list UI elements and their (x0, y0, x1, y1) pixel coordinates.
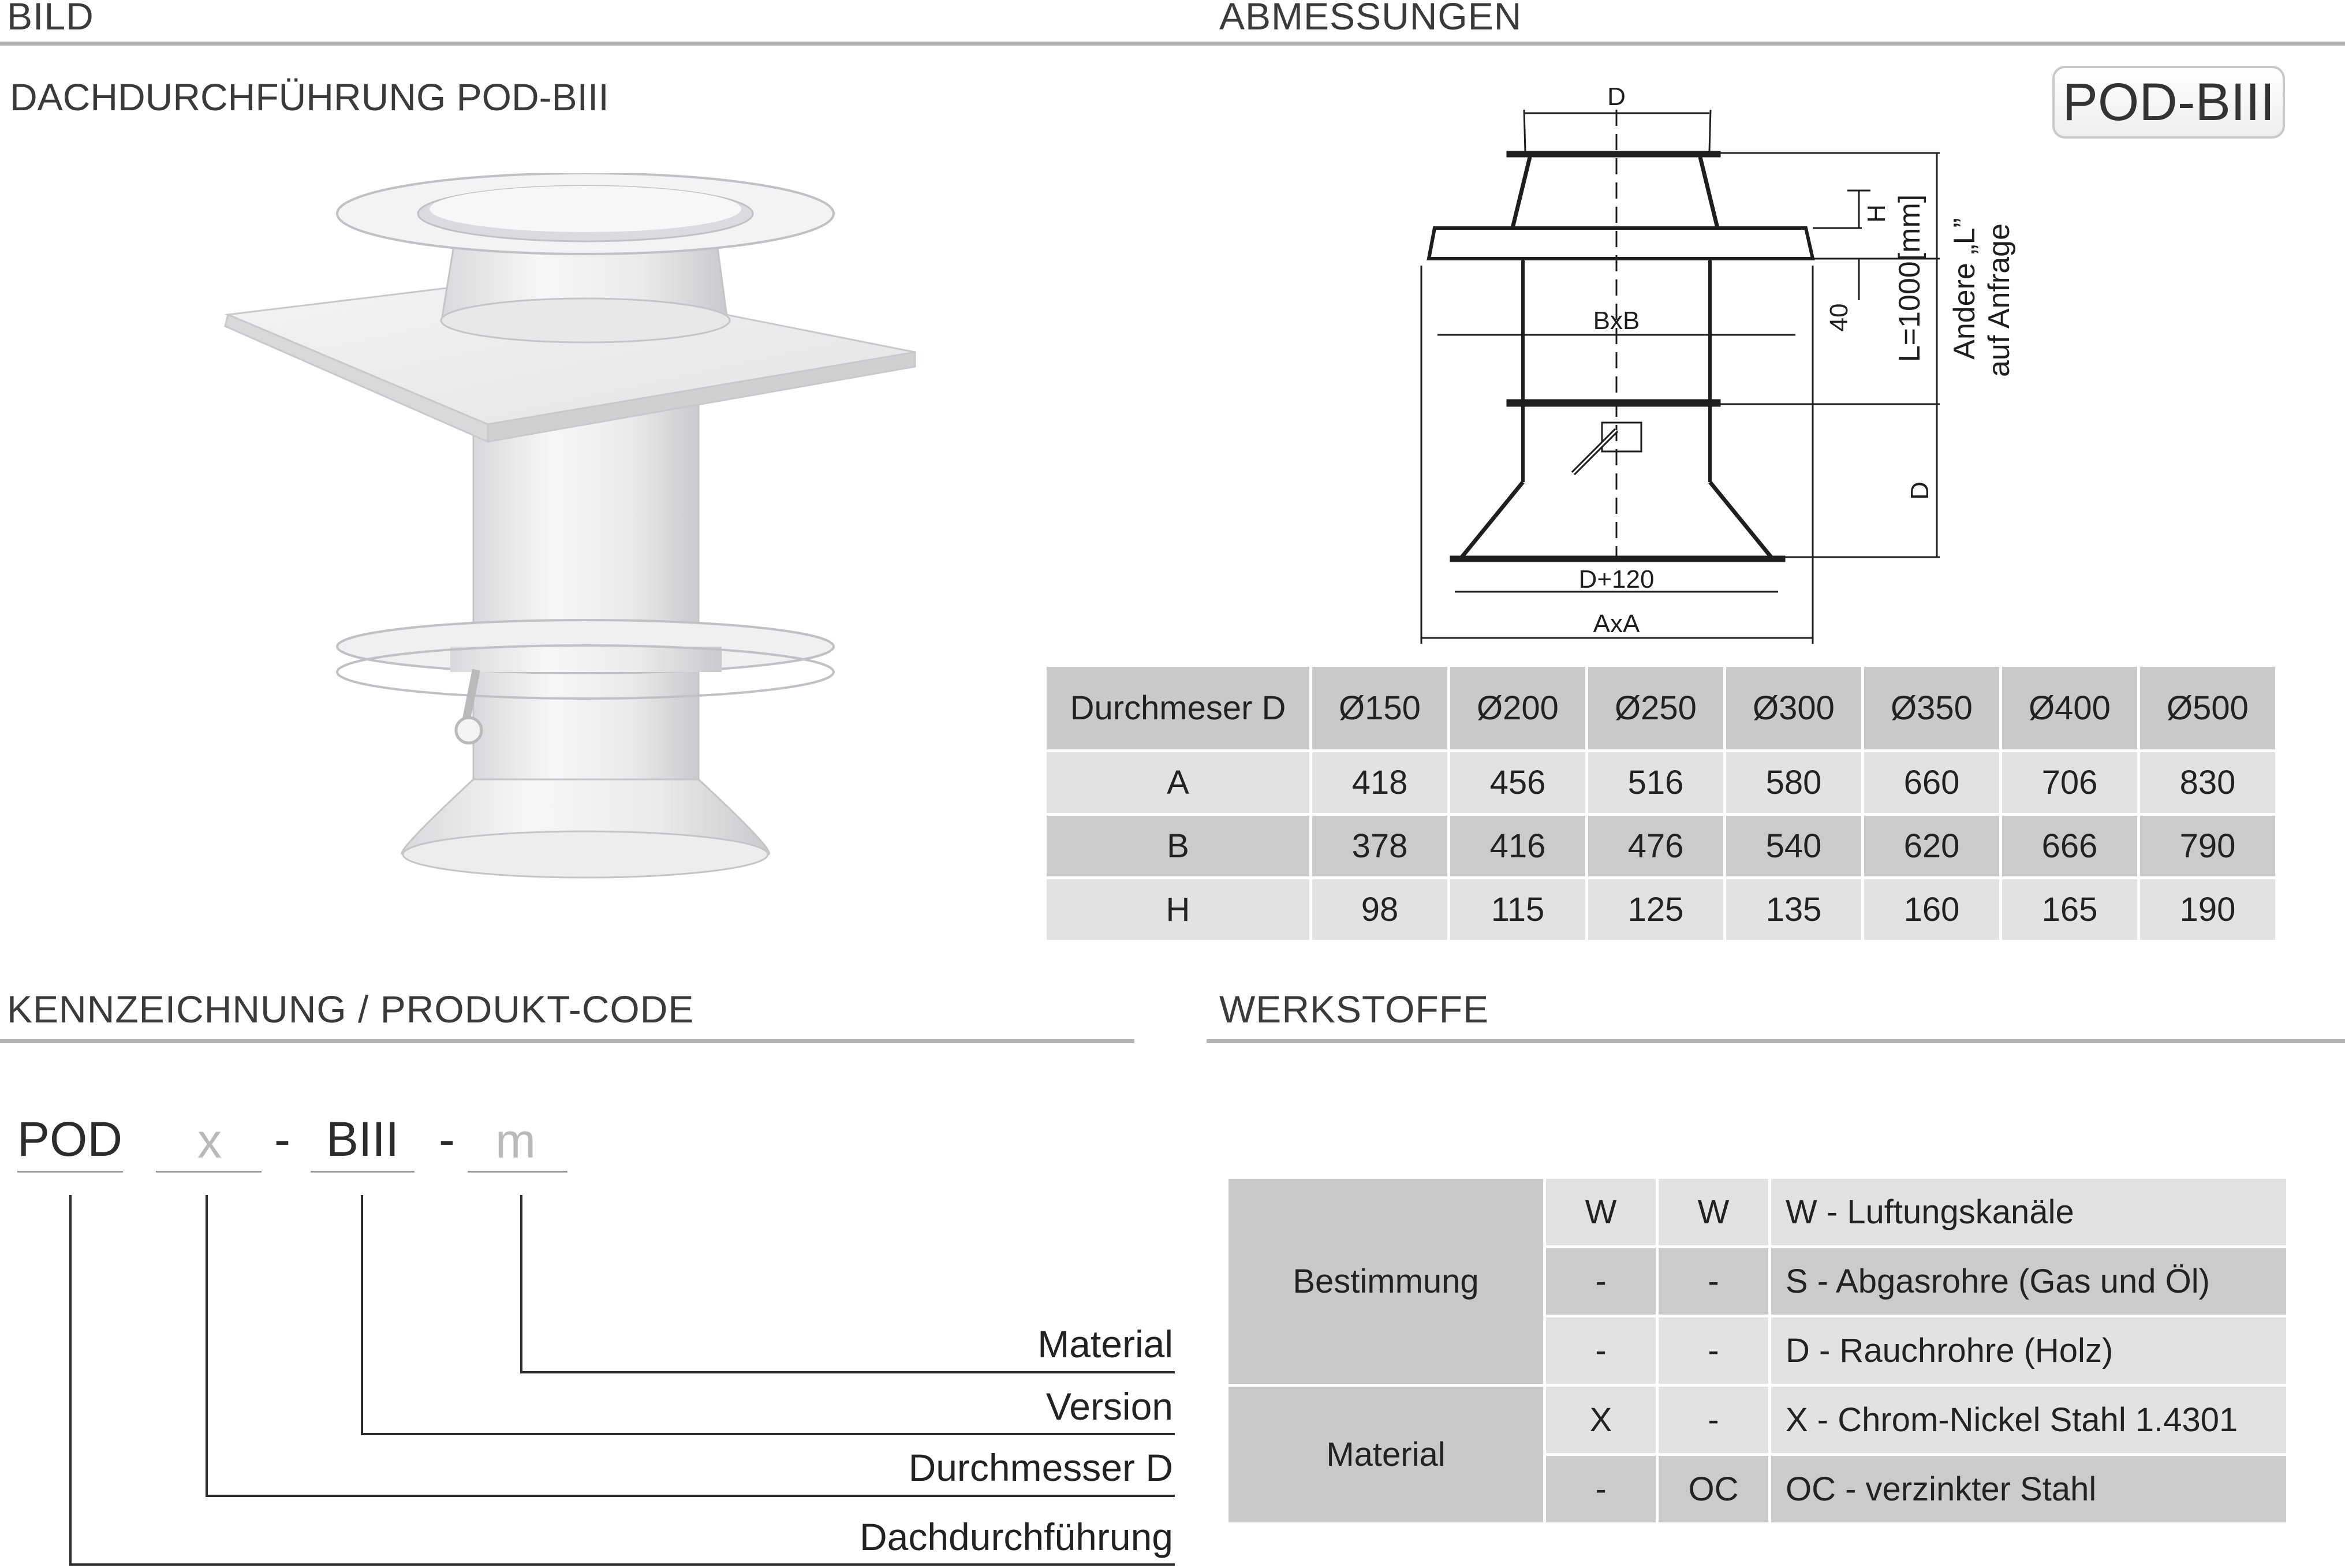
table-cell: 135 (1726, 879, 1861, 940)
table-cell: 98 (1312, 879, 1447, 940)
row-label: A (1047, 752, 1309, 813)
drawing-label-d-side: D (1906, 481, 1934, 500)
table-cell: 416 (1450, 816, 1585, 876)
table-cell: - (1546, 1317, 1656, 1384)
code-part-m: m (495, 1114, 536, 1168)
product-title: DACHDURCHFÜHRUNG POD-BIII (10, 76, 609, 118)
code-part-pod: POD (17, 1112, 123, 1166)
legend-durchmesser: Durchmesser D (908, 1446, 1173, 1489)
table-cell: 115 (1450, 879, 1585, 940)
table-cell: 160 (1864, 879, 1999, 940)
row-label: H (1047, 879, 1309, 940)
table-cell: OC - verzinkter Stahl (1771, 1456, 2286, 1522)
group-label-bestimmung: Bestimmung (1228, 1179, 1543, 1384)
table-cell: 418 (1312, 752, 1447, 813)
table-cell: 456 (1450, 752, 1585, 813)
product-illustration (224, 173, 916, 879)
drawing-label-bxb: BxB (1593, 307, 1640, 335)
drawing-label-d-plus-120: D+120 (1579, 565, 1655, 593)
table-cell: W (1659, 1179, 1768, 1245)
dimension-table: Durchmeser D Ø150 Ø200 Ø250 Ø300 Ø350 Ø4… (1044, 664, 2278, 943)
section-title-abmessungen: ABMESSUNGEN (1219, 0, 1522, 38)
header-rule (0, 42, 2345, 46)
product-badge: POD-BIII (2052, 66, 2285, 139)
drawing-label-andere-l: Andere „L” (1948, 218, 1981, 360)
table-cell: - (1659, 1317, 1768, 1384)
kennzeichnung-rule (0, 1039, 1134, 1043)
table-cell: 190 (2140, 879, 2275, 940)
row-label: B (1047, 816, 1309, 876)
table-cell: 580 (1726, 752, 1861, 813)
table-cell: 378 (1312, 816, 1447, 876)
table-row: A 418 456 516 580 660 706 830 (1047, 752, 2275, 813)
code-separator: - (274, 1112, 290, 1166)
code-legend-lines (69, 1195, 1175, 1566)
drawing-label-h: H (1862, 204, 1891, 223)
dimension-header-cell: Ø150 (1312, 667, 1447, 749)
table-cell: 790 (2140, 816, 2275, 876)
legend-dachdurchfuehrung: Dachdurchführung (859, 1515, 1173, 1558)
table-cell: OC (1659, 1456, 1768, 1522)
code-part-x: x (197, 1114, 222, 1168)
table-row: B 378 416 476 540 620 666 790 (1047, 816, 2275, 876)
table-row: - - S - Abgasrohre (Gas und Öl) (1228, 1248, 2286, 1315)
code-part-biii: BIII (326, 1112, 399, 1166)
table-cell: 660 (1864, 752, 1999, 813)
code-separator: - (439, 1112, 455, 1166)
table-cell: X - Chrom-Nickel Stahl 1.4301 (1771, 1387, 2286, 1453)
table-cell: - (1546, 1248, 1656, 1315)
materials-table: Bestimmung W W W - Luftungskanäle - - S … (1226, 1176, 2289, 1525)
table-cell: 706 (2002, 752, 2137, 813)
table-cell: 125 (1588, 879, 1723, 940)
table-cell: - (1659, 1248, 1768, 1315)
section-title-werkstoffe: WERKSTOFFE (1219, 988, 1489, 1031)
drawing-label-axa: AxA (1593, 610, 1640, 638)
dimension-header-label: Durchmeser D (1047, 667, 1309, 749)
werkstoffe-rule (1207, 1039, 2345, 1043)
code-underline (156, 1171, 262, 1173)
table-row: H 98 115 125 135 160 165 190 (1047, 879, 2275, 940)
table-cell: 620 (1864, 816, 1999, 876)
dimension-header-cell: Ø400 (2002, 667, 2137, 749)
section-title-bild: BILD (7, 0, 94, 38)
table-cell: X (1546, 1387, 1656, 1453)
drawing-label-40: 40 (1825, 304, 1853, 332)
section-title-kennzeichnung: KENNZEICHNUNG / PRODUKT-CODE (7, 988, 694, 1031)
dimension-table-header: Durchmeser D Ø150 Ø200 Ø250 Ø300 Ø350 Ø4… (1047, 667, 2275, 749)
code-underline (311, 1171, 415, 1173)
code-underline (468, 1171, 567, 1173)
dimension-header-cell: Ø300 (1726, 667, 1861, 749)
table-cell: 666 (2002, 816, 2137, 876)
drawing-label-l-length: L=1000[mm] (1893, 195, 1926, 363)
table-cell: W - Luftungskanäle (1771, 1179, 2286, 1245)
table-cell: 165 (2002, 879, 2137, 940)
table-cell: 540 (1726, 816, 1861, 876)
table-cell: D - Rauchrohre (Holz) (1771, 1317, 2286, 1384)
table-row: - OC OC - verzinkter Stahl (1228, 1456, 2286, 1522)
group-label-material: Material (1228, 1387, 1543, 1522)
table-cell: 516 (1588, 752, 1723, 813)
table-cell: W (1546, 1179, 1656, 1245)
legend-material: Material (1037, 1323, 1173, 1365)
table-row: - - D - Rauchrohre (Holz) (1228, 1317, 2286, 1384)
table-row: Bestimmung W W W - Luftungskanäle (1228, 1179, 2286, 1384)
table-cell: - (1659, 1387, 1768, 1453)
dimension-header-cell: Ø500 (2140, 667, 2275, 749)
code-underline (17, 1171, 123, 1173)
table-cell: 830 (2140, 752, 2275, 813)
dimension-header-cell: Ø250 (1588, 667, 1723, 749)
dimension-header-cell: Ø200 (1450, 667, 1585, 749)
drawing-label-auf-anfrage: auf Anfrage (1982, 223, 2016, 377)
drawing-label-d-top: D (1607, 83, 1626, 111)
technical-drawing: D BxB D+120 AxA H 40 D L=1000[mm] Andere… (1420, 83, 2016, 644)
table-row: Material X - X - Chrom-Nickel Stahl 1.43… (1228, 1387, 2286, 1522)
table-cell: 476 (1588, 816, 1723, 876)
dimension-header-cell: Ø350 (1864, 667, 1999, 749)
table-cell: S - Abgasrohre (Gas und Öl) (1771, 1248, 2286, 1315)
table-cell: - (1546, 1456, 1656, 1522)
legend-version: Version (1045, 1385, 1173, 1428)
